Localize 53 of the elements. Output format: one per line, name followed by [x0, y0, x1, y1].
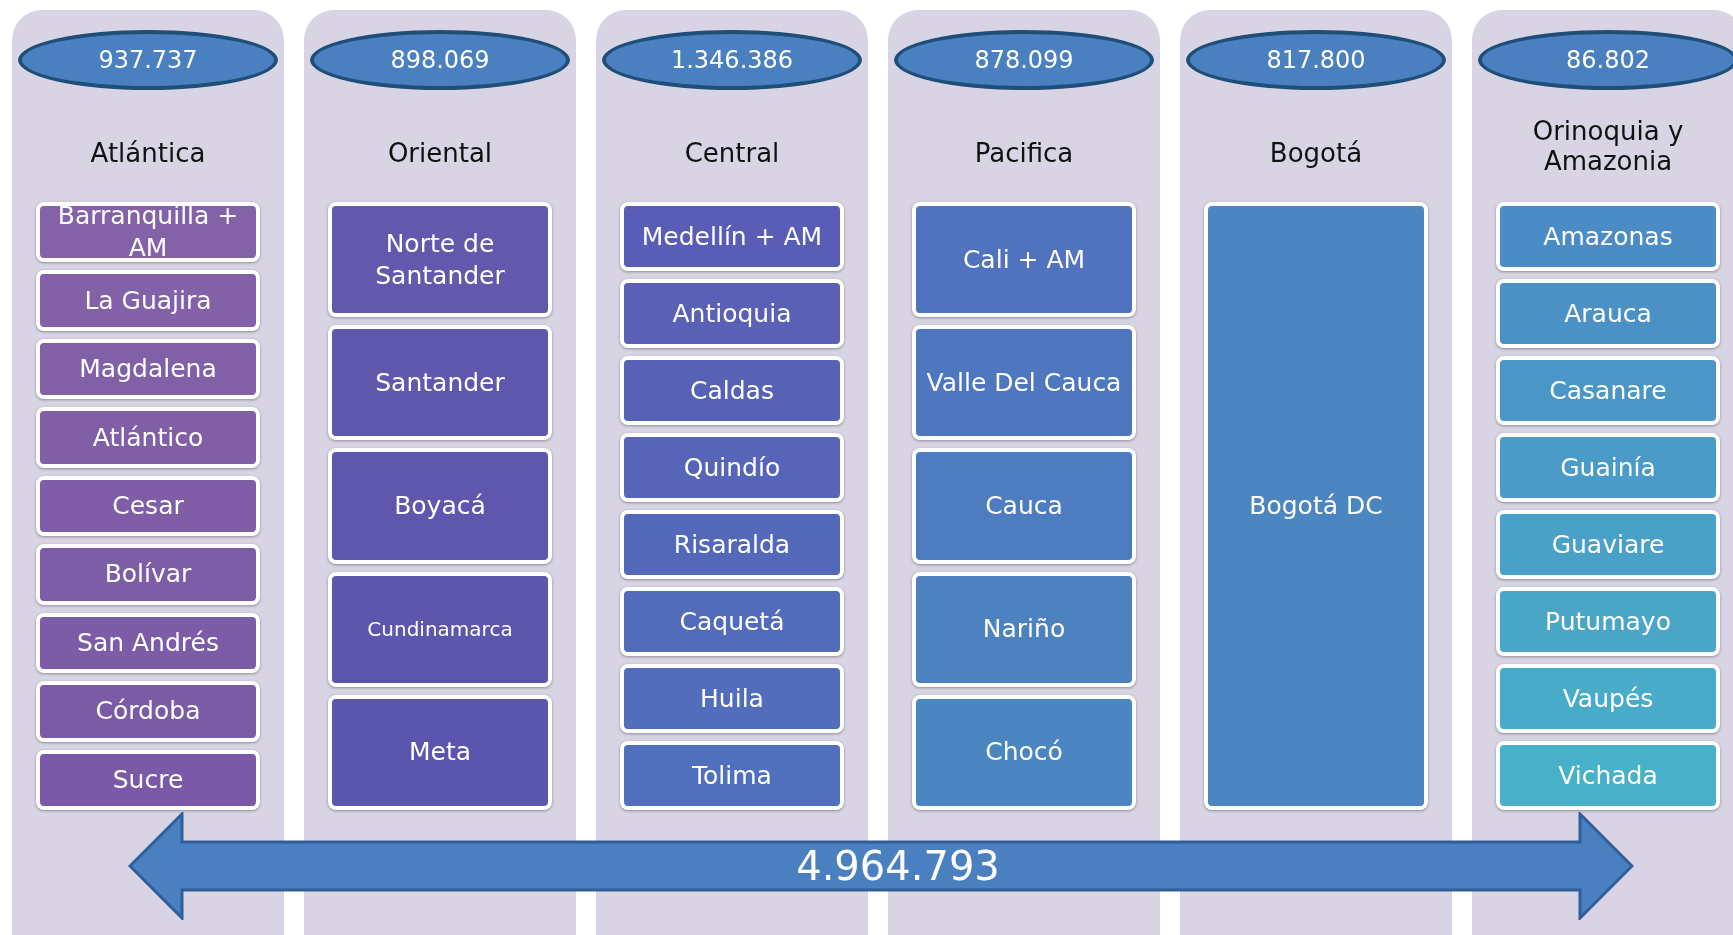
region-box: Boyacá — [328, 448, 552, 564]
region-box: Vichada — [1496, 741, 1720, 810]
region-box: Barranquilla + AM — [36, 202, 260, 263]
region-box: Guainía — [1496, 433, 1720, 502]
region-box: Huila — [620, 664, 844, 733]
region-box: Medellín + AM — [620, 202, 844, 271]
region-box: Santander — [328, 325, 552, 441]
region-box: La Guajira — [36, 270, 260, 331]
number-ellipse: 1.346.386 — [602, 30, 862, 90]
region-box: Caquetá — [620, 587, 844, 656]
column-heading: Central — [683, 138, 781, 168]
region-box: Tolima — [620, 741, 844, 810]
column-heading: Oriental — [386, 138, 494, 168]
region-box: Antioquia — [620, 279, 844, 348]
region-box: Casanare — [1496, 356, 1720, 425]
column-band — [304, 10, 576, 935]
region-box: Meta — [328, 694, 552, 810]
region-box: Risaralda — [620, 510, 844, 579]
total-number: 4.964.793 — [795, 842, 1001, 890]
column-heading: Pacifica — [973, 138, 1075, 168]
region-box: Putumayo — [1496, 587, 1720, 656]
number-ellipse: 817.800 — [1186, 30, 1446, 90]
region-box: Guaviare — [1496, 510, 1720, 579]
region-box: Quindío — [620, 433, 844, 502]
number-ellipse: 86.802 — [1478, 30, 1733, 90]
region-box: Cauca — [912, 448, 1136, 564]
region-box: Magdalena — [36, 338, 260, 400]
region-box: Vaupés — [1496, 664, 1720, 733]
region-box: Bogotá DC — [1204, 202, 1428, 810]
region-box: Caldas — [620, 356, 844, 425]
region-box: Cali + AM — [912, 202, 1136, 318]
region-box: Amazonas — [1496, 202, 1720, 271]
region-box: Norte de Santander — [328, 202, 552, 318]
number-ellipse: 937.737 — [18, 30, 278, 90]
region-box: Arauca — [1496, 279, 1720, 348]
number-ellipse: 898.069 — [310, 30, 570, 90]
region-box: Atlántico — [36, 407, 260, 468]
column-band — [1472, 10, 1733, 935]
column-heading: Orinoquia y Amazonia — [1531, 116, 1685, 176]
column-heading: Atlántica — [89, 138, 207, 168]
region-box: Cundinamarca — [328, 571, 552, 687]
region-box: Sucre — [36, 749, 260, 810]
number-ellipse: 878.099 — [894, 30, 1154, 90]
column-band — [1180, 10, 1452, 935]
region-box: Nariño — [912, 571, 1136, 687]
region-box: San Andrés — [36, 612, 260, 674]
column-band — [12, 10, 284, 935]
column-heading: Bogotá — [1268, 138, 1364, 168]
region-box: Cesar — [36, 475, 260, 537]
region-box: Córdoba — [36, 681, 260, 742]
region-box: Bolívar — [36, 544, 260, 605]
region-box: Valle Del Cauca — [912, 325, 1136, 441]
region-box: Chocó — [912, 694, 1136, 810]
